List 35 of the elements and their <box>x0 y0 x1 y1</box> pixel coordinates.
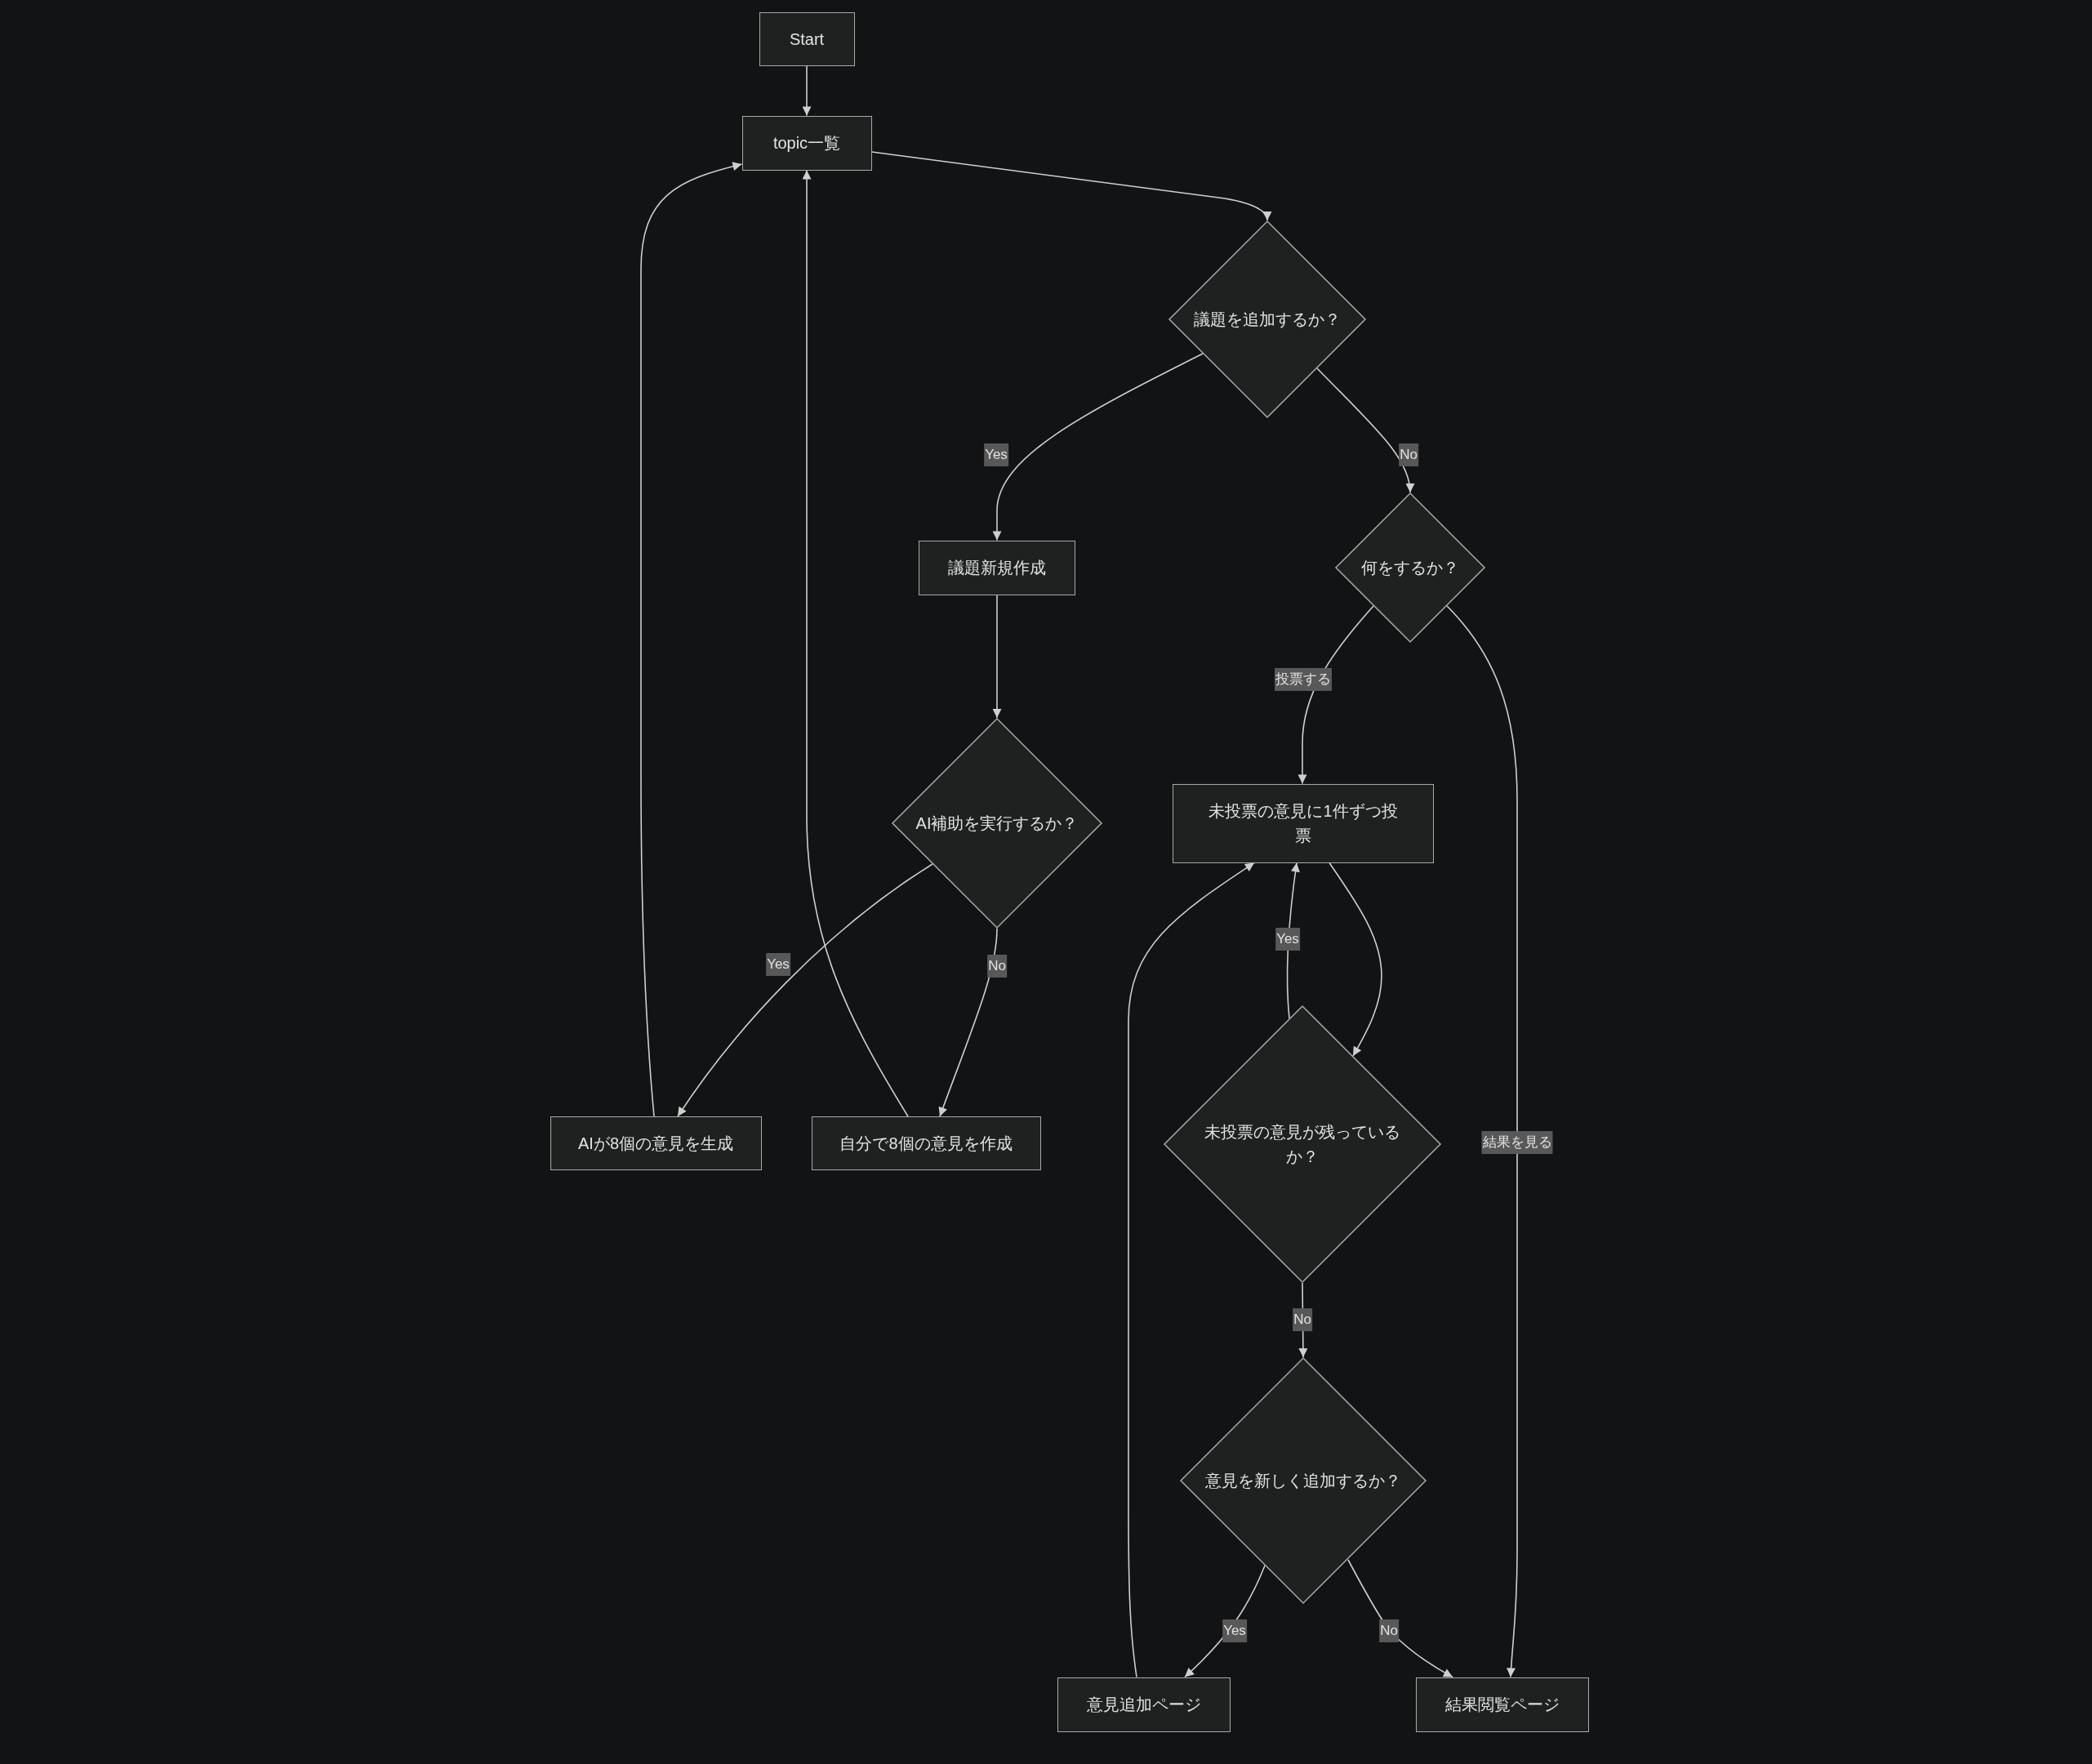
decision-diamond: AI補助を実行するか？ <box>892 718 1102 929</box>
edge-label: Yes <box>1222 1619 1247 1642</box>
arrow <box>1316 368 1414 493</box>
arrow <box>1446 605 1518 1678</box>
decision-diamond: 何をするか？ <box>1335 492 1485 643</box>
decision-diamond: 意見を新しく追加するか？ <box>1180 1357 1427 1604</box>
edge-label: Yes <box>984 443 1008 466</box>
edge-label: No <box>987 955 1007 978</box>
arrow <box>640 162 743 1117</box>
start-box: Start <box>759 12 855 66</box>
arrow <box>802 169 909 1117</box>
arrow <box>992 353 1204 541</box>
arrow <box>1329 862 1382 1057</box>
edge-label: No <box>1399 443 1418 466</box>
arrow <box>802 65 812 117</box>
process-box: 自分で8個の意見を作成 <box>811 1116 1041 1170</box>
process-box: AIが8個の意見を生成 <box>550 1116 762 1170</box>
edge-label: No <box>1379 1619 1399 1642</box>
arrow <box>992 594 1002 719</box>
edge-label: 結果を見る <box>1481 1131 1553 1154</box>
decision-diamond: 未投票の意見が残っているか？ <box>1164 1005 1441 1283</box>
edge-label: No <box>1293 1308 1312 1331</box>
arrow <box>938 928 998 1117</box>
process-box: topic一覧 <box>741 115 872 171</box>
process-box: 議題新規作成 <box>919 540 1075 595</box>
decision-diamond: 議題を追加するか？ <box>1168 220 1366 418</box>
arrow <box>1128 862 1255 1678</box>
arrow <box>677 863 933 1117</box>
arrow <box>870 151 1271 221</box>
process-box: 意見追加ページ <box>1057 1677 1231 1732</box>
process-box: 未投票の意見に1件ずつ投票 <box>1173 783 1434 863</box>
edge-label: 投票する <box>1275 668 1332 691</box>
process-box: 結果閲覧ページ <box>1416 1677 1589 1732</box>
edge-label: Yes <box>766 953 790 976</box>
edge-label: Yes <box>1275 928 1300 951</box>
